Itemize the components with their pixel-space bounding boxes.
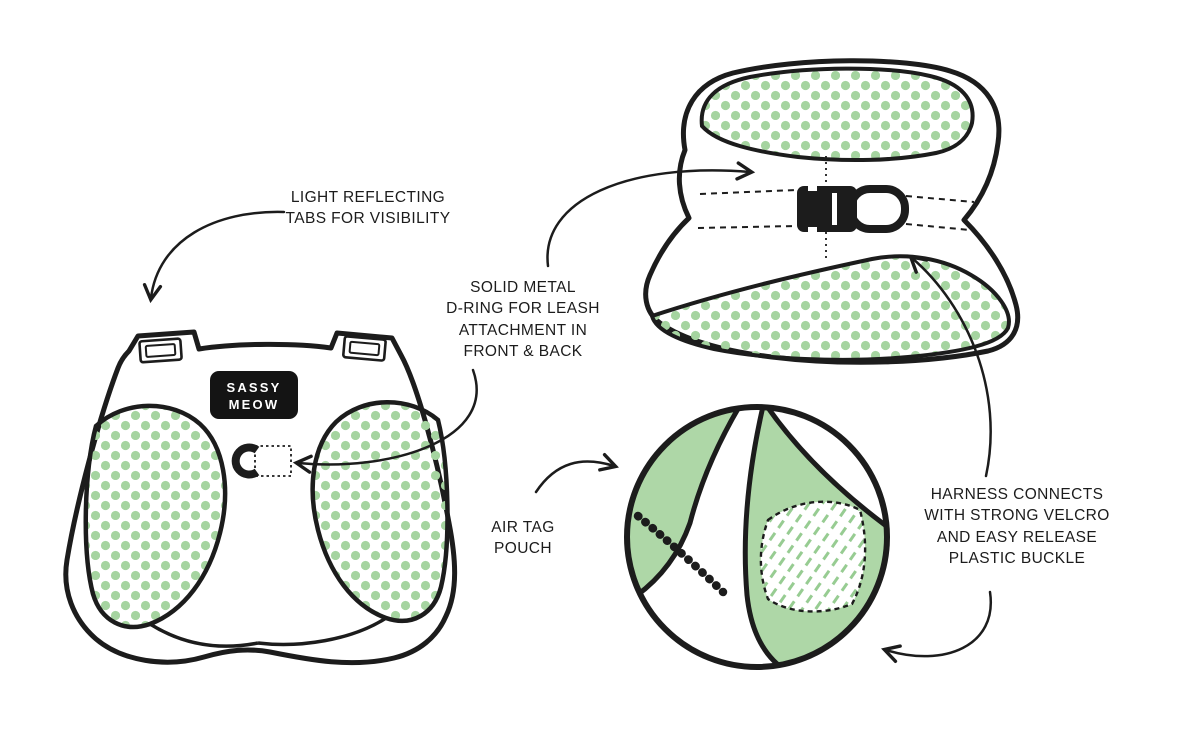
arrow-buckle-to-circle xyxy=(881,590,993,663)
back-belly-dot-panel xyxy=(649,254,1011,362)
reflective-tab-left xyxy=(138,337,183,364)
back-neck-dot-panel xyxy=(699,66,975,163)
reflective-tab-right xyxy=(342,335,387,362)
brand-label: SASSY MEOW xyxy=(210,371,298,419)
front-d-ring-dotted-box xyxy=(254,445,292,477)
buckle-velcro-label: HARNESS CONNECTS WITH STRONG VELCRO AND … xyxy=(924,486,1110,568)
front-d-ring-icon xyxy=(231,443,260,479)
air-tag-pouch xyxy=(759,500,867,613)
reflective-tabs-label: LIGHT REFLECTING TABS FOR VISIBILITY xyxy=(285,189,451,228)
arrow-airtag-to-circle xyxy=(534,453,619,494)
front-skirt-seam-right xyxy=(257,616,387,647)
d-ring-label: SOLID METAL D-RING FOR LEASH ATTACHMENT … xyxy=(446,279,600,361)
arrow-buckle-to-back xyxy=(908,254,992,478)
front-left-dot-panel xyxy=(83,403,228,630)
brand-line1: SASSY xyxy=(226,380,281,395)
detail-circle-illustration xyxy=(624,404,890,670)
arrow-dring-to-back xyxy=(546,161,756,268)
detail-circle-outline xyxy=(624,404,890,670)
arrow-reflective-tabs xyxy=(142,210,286,304)
front-harness-illustration: SASSY MEOW xyxy=(63,329,458,666)
back-harness-illustration xyxy=(643,58,1021,365)
front-skirt-seam-left xyxy=(149,622,259,648)
air-tag-label: AIR TAG POUCH xyxy=(491,519,555,558)
brand-line2: MEOW xyxy=(229,397,280,412)
velcro-stitch-line xyxy=(633,511,728,597)
front-right-dot-panel xyxy=(310,400,450,624)
back-buckle-icon xyxy=(797,183,857,235)
arrow-dring-to-front xyxy=(292,368,478,474)
back-stitching xyxy=(697,189,975,231)
